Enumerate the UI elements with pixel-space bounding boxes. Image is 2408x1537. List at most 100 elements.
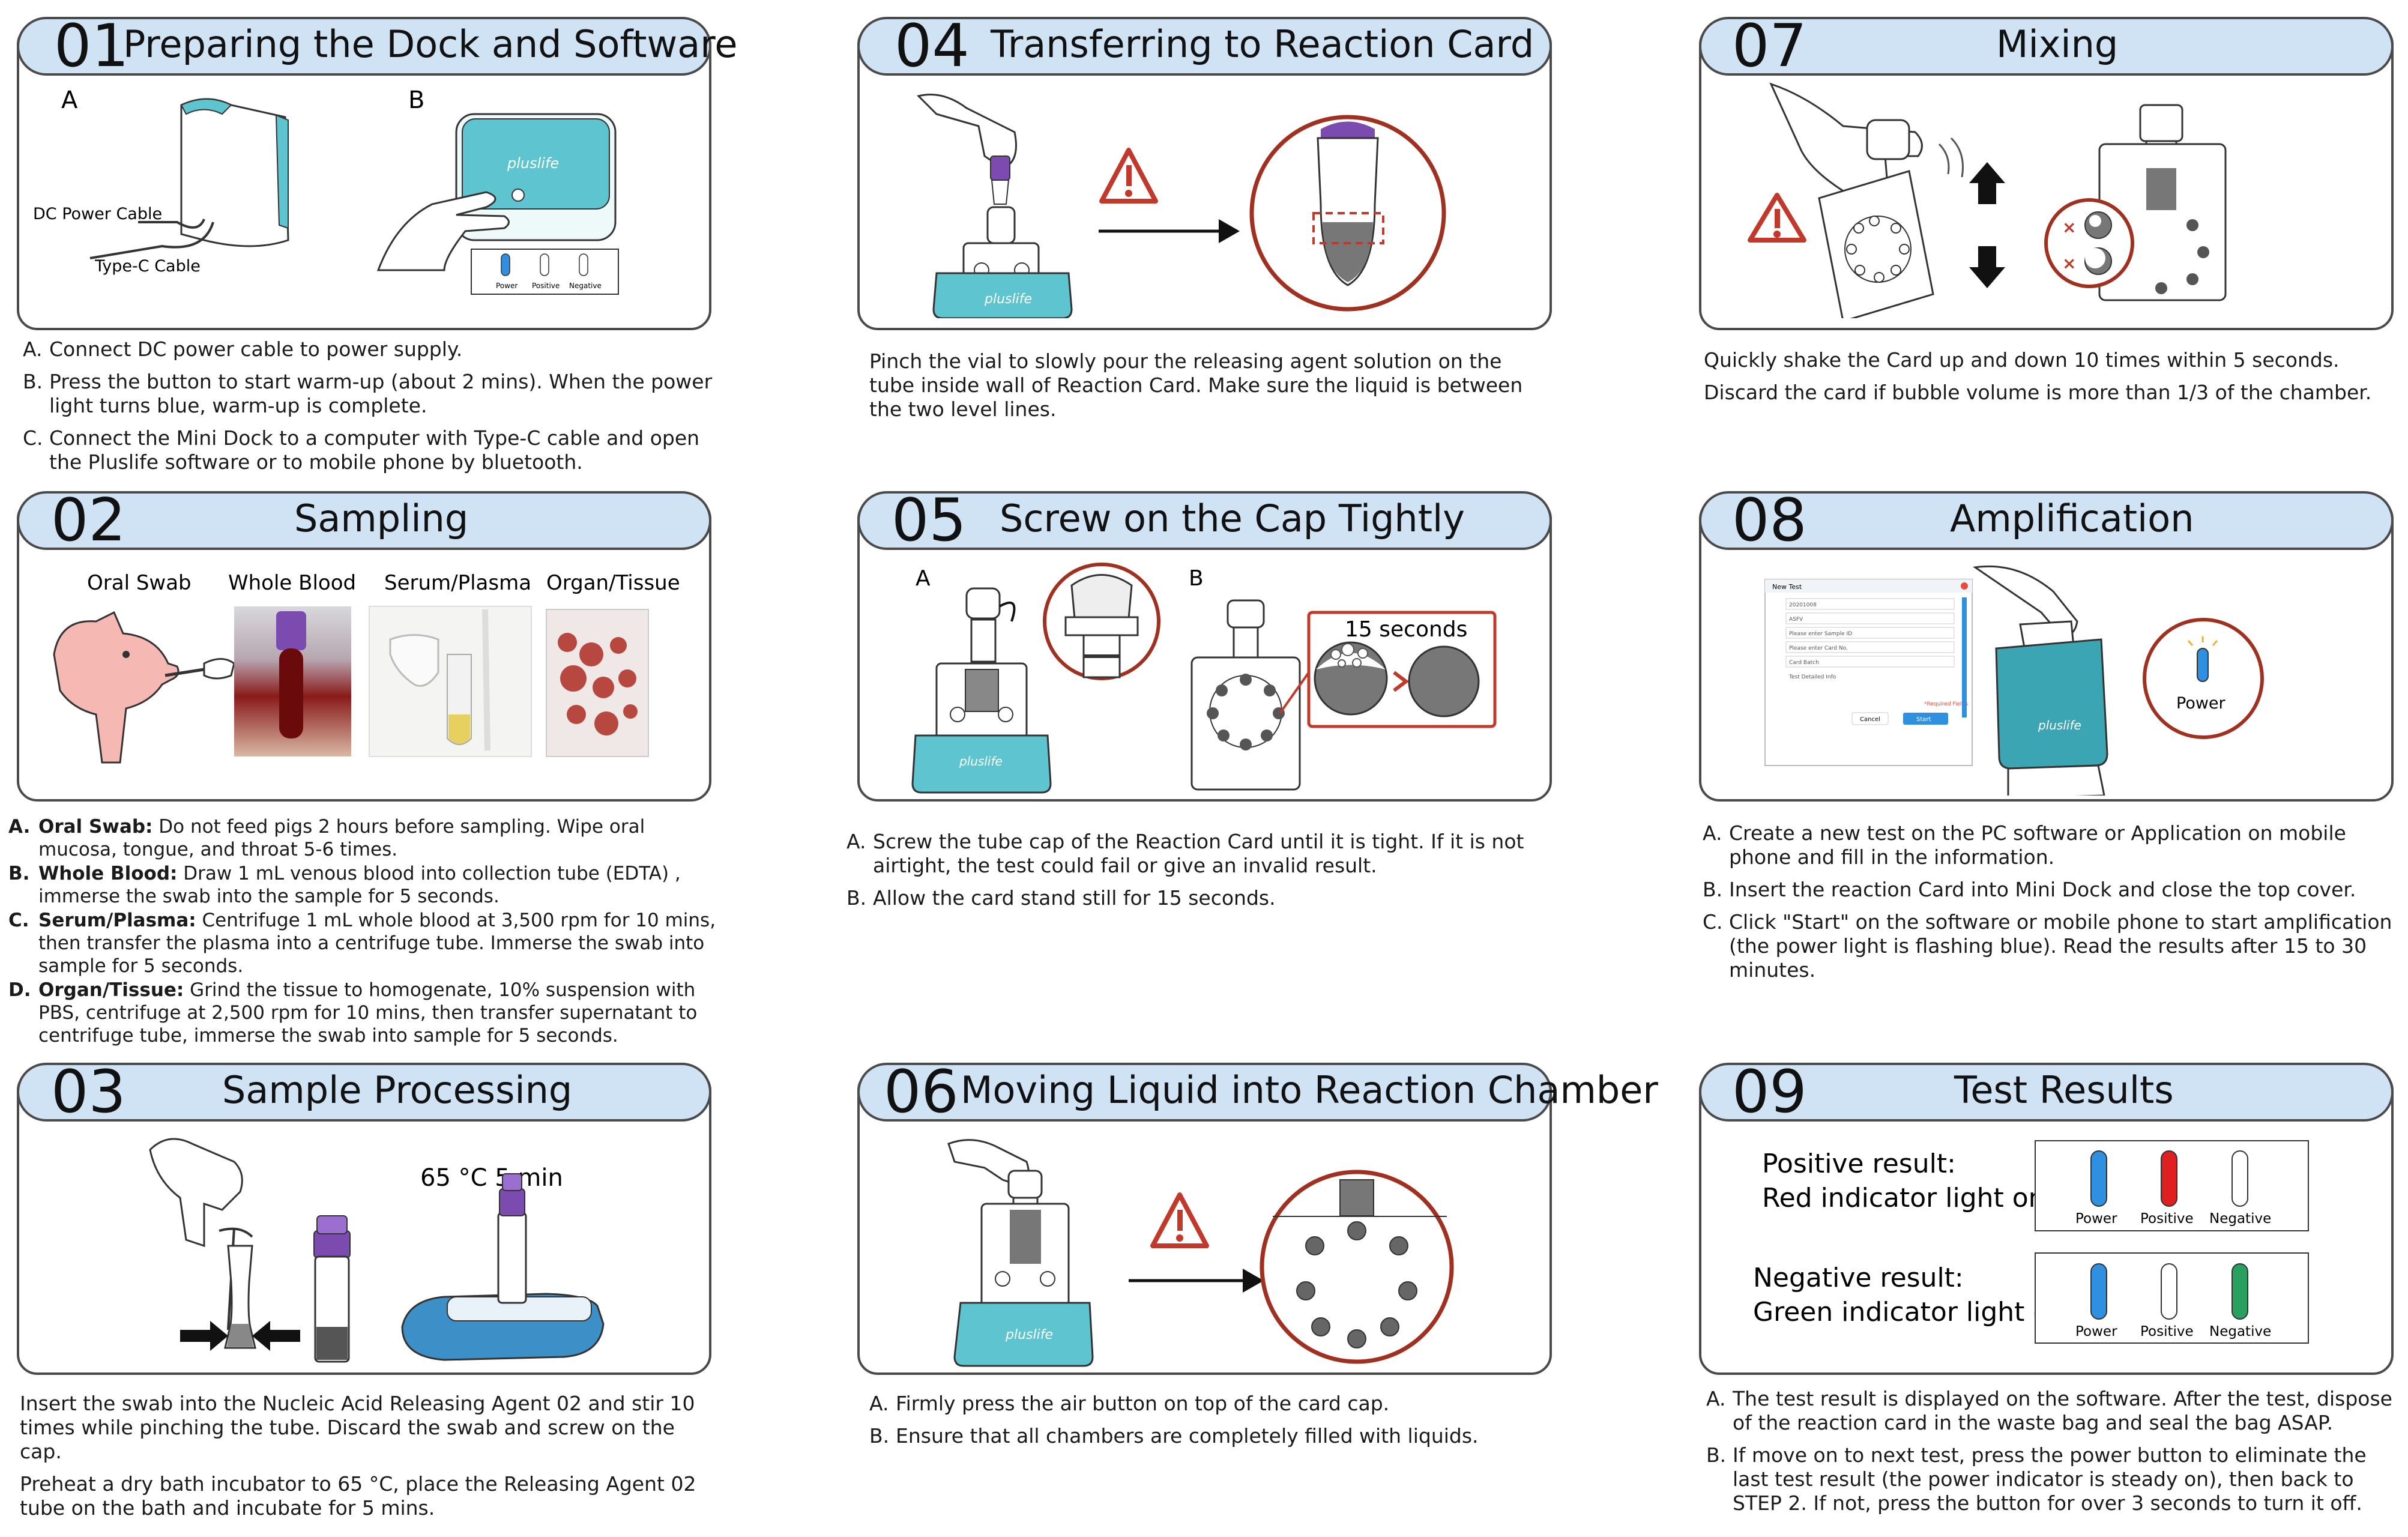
cap-a (965, 587, 1001, 620)
svg-text:*Required Fields: *Required Fields (1924, 701, 1968, 707)
step-02-header (17, 491, 711, 550)
vial-cap (990, 156, 1010, 181)
step-01-instructions: A.Connect DC power cable to power supply… (23, 337, 713, 483)
mini-dock (932, 272, 1073, 318)
step-05-illustration: A B pluslife 15 seconds (911, 563, 1497, 794)
step-05-title: Screw on the Cap Tightly (1000, 497, 1465, 540)
instruction-b: B.Allow the card stand still for 15 seco… (846, 886, 1276, 910)
dc-power-cable-label: DC Power Cable (33, 205, 162, 223)
step-02-instructions: A.Oral Swab: Do not feed pigs 2 hours be… (8, 815, 717, 1048)
step-06-illustration: pluslife (947, 1139, 1454, 1367)
pos-negative-light (2231, 1150, 2248, 1207)
step-03-number: 03 (51, 1058, 126, 1126)
dock-body (180, 98, 289, 247)
filled-chambers (1296, 1221, 1417, 1348)
instruction-a: A.Screw the tube cap of the Reaction Car… (846, 830, 1524, 877)
instruction-c: C.Connect the Mini Dock to a computer wi… (23, 426, 700, 474)
step-04-instructions: Pinch the vial to slowly pour the releas… (869, 349, 1548, 430)
thread-a (970, 618, 997, 663)
oral-swab-label: Oral Swab (87, 571, 192, 595)
tissue-pieces (558, 633, 638, 735)
power-light (2197, 648, 2209, 682)
label-b: B (1189, 566, 1204, 591)
negative-result-line1: Negative result: (1753, 1263, 1964, 1293)
step-05-instructions: A.Screw the tube cap of the Reaction Car… (846, 830, 1555, 919)
form-title: New Test (1772, 583, 1802, 591)
cross-mark-2: × (2062, 253, 2076, 273)
paragraph-2: Preheat a dry bath incubator to 65 °C, p… (20, 1472, 696, 1520)
pinch-arrow-right (252, 1321, 300, 1351)
brand-logo: pluslife (959, 754, 1003, 768)
swab-stick (164, 668, 205, 677)
change-arrow (1393, 671, 1409, 692)
svg-text:Cancel: Cancel (1860, 716, 1880, 723)
step-06-instructions: A.Firmly press the air button on top of … (869, 1392, 1548, 1457)
paragraph-1: Pinch the vial to slowly pour the releas… (869, 349, 1523, 421)
svg-text:Please enter Card No.: Please enter Card No. (1789, 645, 1848, 651)
svg-text:ASFV: ASFV (1789, 617, 1803, 623)
tube-in-bath (497, 1212, 527, 1304)
blood-tube-cap (276, 611, 306, 650)
bubble-zoom-circle (2044, 198, 2134, 288)
step-01-title: Preparing the Dock and Software (123, 22, 738, 66)
step-01-illustration: A B DC Power Cable Type-C Cable pluslife… (33, 86, 619, 295)
instruction-a: A.Oral Swab: Do not feed pigs 2 hours be… (8, 816, 645, 860)
positive-label: Positive (532, 282, 560, 290)
start-button (1903, 713, 1948, 725)
brand-logo: pluslife (2038, 718, 2081, 732)
incubation-label: 65 °C 5 min (420, 1164, 563, 1192)
step-09-title: Test Results (1954, 1068, 2174, 1112)
dock-b-top (462, 118, 610, 210)
hand-shaking (1769, 82, 1923, 204)
brand-logo: pluslife (984, 292, 1032, 307)
step-03-header (17, 1063, 711, 1122)
hand-stirring (149, 1138, 243, 1248)
step-07-title: Mixing (1996, 22, 2119, 66)
step-06-title: Moving Liquid into Reaction Chamber (961, 1068, 1658, 1112)
step-07-header (1699, 17, 2394, 76)
tube-in-bath-cap (499, 1188, 525, 1216)
step-09-header (1699, 1063, 2394, 1122)
paragraph-1: Quickly shake the Card up and down 10 ti… (1704, 348, 2340, 372)
step-05-number: 05 (892, 486, 967, 555)
new-test-form (1764, 579, 1973, 766)
instruction-b: B.Whole Blood: Draw 1 mL venous blood in… (8, 863, 681, 907)
power-label: Power (496, 282, 518, 290)
step-02-illustration: Oral Swab Whole Blood Serum/Plasma Organ… (53, 571, 680, 764)
pos-positive-label: Positive (2140, 1211, 2194, 1227)
svg-text:Please enter Sample ID: Please enter Sample ID (1789, 631, 1852, 637)
neg-power-light (2090, 1263, 2107, 1320)
pos-positive-light (2161, 1150, 2177, 1207)
step-09-number: 09 (1732, 1058, 1807, 1126)
pos-negative-label: Negative (2209, 1211, 2271, 1227)
step-08-header (1699, 491, 2394, 550)
paragraph-1: Insert the swab into the Nucleic Acid Re… (20, 1392, 695, 1463)
hand-with-swab (203, 658, 235, 680)
step-04-header (857, 17, 1552, 76)
instruction-b: B.Ensure that all chambers are completel… (869, 1424, 1479, 1448)
cross-mark-1: × (2062, 217, 2076, 237)
step-08-title: Amplification (1950, 497, 2194, 540)
vial-tip (991, 180, 1010, 205)
label-a: A (916, 566, 931, 591)
step-03-illustration: 65 °C 5 min (149, 1138, 605, 1363)
fifteen-seconds-label: 15 seconds (1345, 617, 1467, 642)
positive-light (540, 253, 549, 276)
svg-text:Start: Start (1916, 716, 1931, 723)
step-02-title: Sampling (294, 497, 469, 540)
zoom-circle (1260, 1170, 1454, 1364)
label-b: B (408, 86, 424, 114)
step-09-instructions: A.The test result is displayed on the so… (1706, 1387, 2397, 1524)
brand-logo: pluslife (507, 155, 559, 172)
air-button-cap (1007, 1170, 1043, 1199)
step-01-header (17, 17, 711, 76)
capped-tube-cap (313, 1230, 351, 1258)
up-arrow (1969, 162, 2005, 204)
step-08-number: 08 (1732, 486, 1807, 555)
paragraph-2: Discard the card if bubble volume is mor… (1704, 381, 2372, 404)
positive-result-line1: Positive result: (1762, 1149, 1956, 1179)
upright-card-cap (2139, 104, 2183, 142)
card-tube (986, 206, 1016, 244)
svg-text:Card Batch: Card Batch (1789, 660, 1819, 666)
upright-chambers (2155, 219, 2209, 294)
